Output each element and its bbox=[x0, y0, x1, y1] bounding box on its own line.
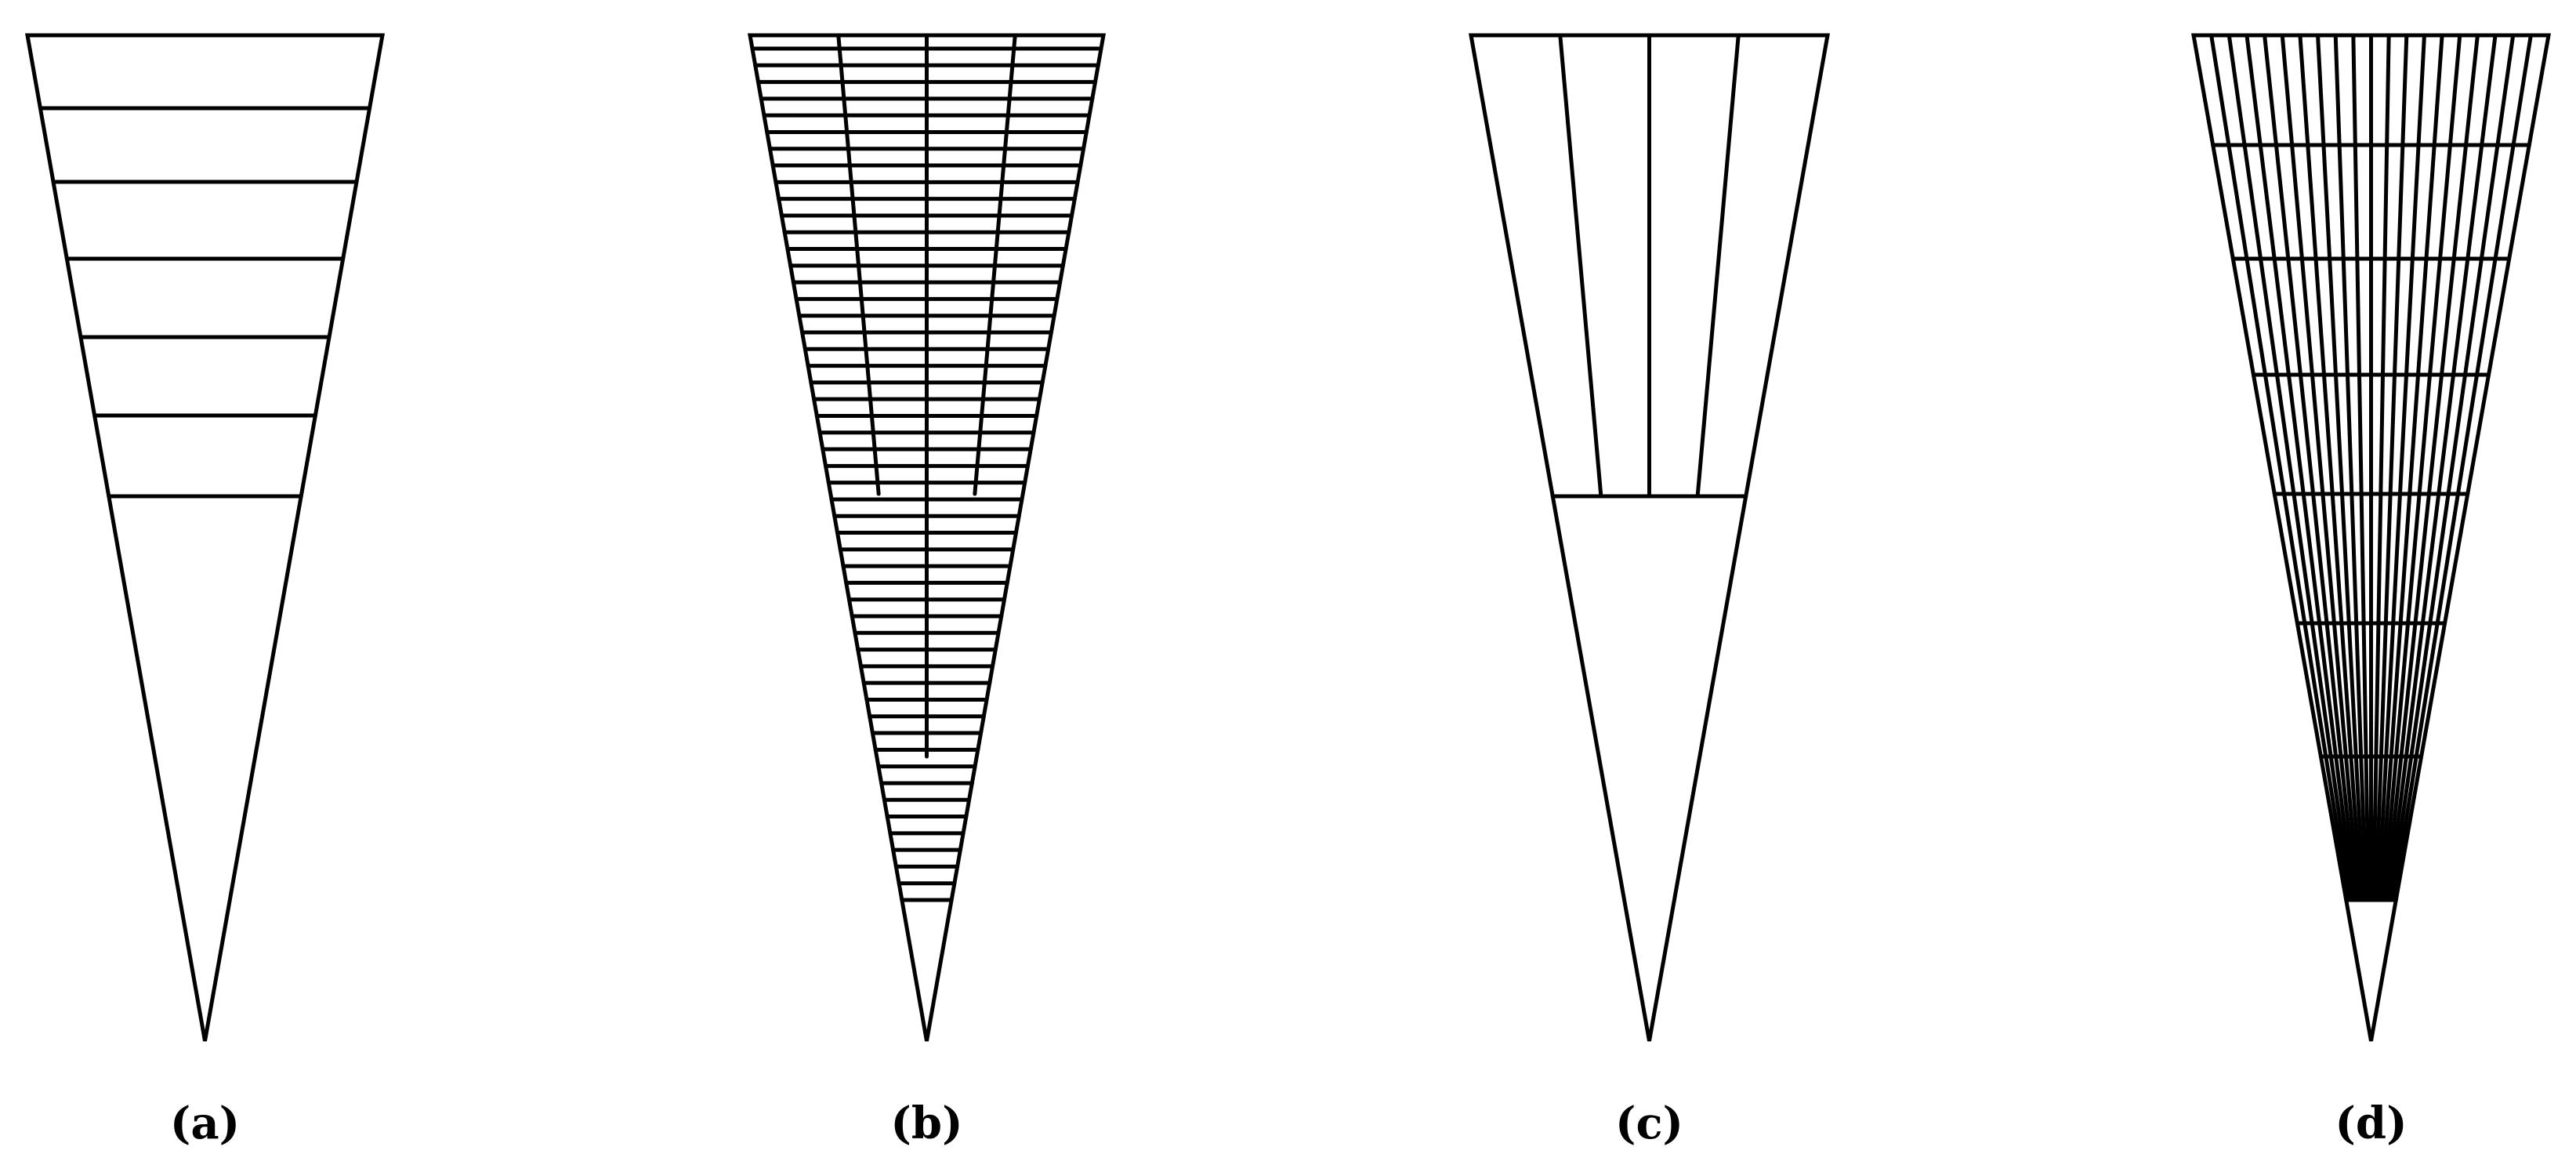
vertical-divider bbox=[2333, 33, 2368, 902]
vertical-divider bbox=[2280, 33, 2361, 902]
vertical-divider bbox=[2298, 33, 2364, 902]
vertical-divider bbox=[2371, 33, 2391, 902]
panel-a-label: (a) bbox=[170, 1098, 240, 1149]
panel-b: (b) bbox=[748, 33, 1106, 1149]
panel-c-label: (c) bbox=[1615, 1098, 1683, 1149]
panel-b-label: (b) bbox=[890, 1098, 962, 1149]
vertical-divider bbox=[2384, 33, 2480, 902]
vertical-divider bbox=[973, 33, 1017, 496]
vertical-divider bbox=[2263, 33, 2358, 902]
vertical-divider bbox=[2376, 33, 2426, 902]
vertical-divider bbox=[2386, 33, 2498, 902]
vertical-divider bbox=[2379, 33, 2444, 902]
vertical-divider bbox=[2389, 33, 2516, 902]
vertical-divider bbox=[1695, 33, 1741, 499]
panel-a: (a) bbox=[25, 33, 385, 1149]
panel-d: (d) bbox=[2191, 33, 2551, 1149]
vertical-divider bbox=[2316, 33, 2366, 902]
vertical-divider bbox=[2226, 33, 2353, 902]
vertical-divider bbox=[2381, 33, 2462, 902]
vertical-divider bbox=[1558, 33, 1603, 499]
panel-c: (c) bbox=[1469, 33, 1830, 1149]
panel-d-label: (d) bbox=[2335, 1098, 2407, 1149]
vertical-divider bbox=[2209, 33, 2351, 902]
wedge-outline bbox=[25, 33, 385, 1042]
vertical-divider bbox=[2351, 33, 2371, 902]
vertical-divider bbox=[2244, 33, 2356, 902]
vertical-divider bbox=[2374, 33, 2409, 902]
vertical-divider bbox=[2391, 33, 2533, 902]
vertical-divider bbox=[836, 33, 881, 496]
